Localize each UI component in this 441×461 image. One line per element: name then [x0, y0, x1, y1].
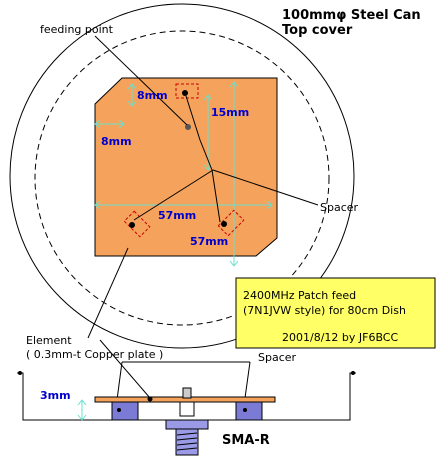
feed-dot-right	[221, 221, 227, 227]
note-line3: 2001/8/12 by JF6BCC	[282, 331, 398, 344]
spacer-right	[235, 401, 263, 421]
patch-element	[94, 77, 278, 257]
dim-8mm-left: 8mm	[101, 135, 132, 148]
note-line1: 2400MHz Patch feed	[243, 289, 356, 302]
leader-lines	[87, 35, 319, 401]
can-inner-dashed-circle	[34, 30, 330, 326]
dim-57mm-h: 57mm	[158, 209, 196, 222]
spacer-bottom-label: Spacer	[258, 351, 297, 364]
solder-point	[147, 396, 153, 402]
element-label-line2: ( 0.3mm-t Copper plate )	[26, 348, 163, 361]
can-outer-circle	[9, 3, 355, 349]
sma-connector	[165, 387, 209, 456]
feeding-point-dot	[185, 124, 191, 130]
dim-8mm-top: 8mm	[137, 89, 168, 102]
title-line2: Top cover	[282, 23, 353, 38]
element-label-line1: Element	[26, 334, 72, 347]
spacer-top-label: Spacer	[320, 201, 359, 214]
dimension-lines	[94, 81, 273, 267]
dim-57mm-v: 57mm	[190, 235, 228, 248]
feeding-point-label: feeding point	[40, 23, 114, 36]
feed-dot-top	[182, 90, 188, 96]
title-line1: 100mmφ Steel Can	[282, 8, 421, 23]
feed-dot-left	[129, 222, 135, 228]
dim-3mm-arrow	[77, 399, 87, 421]
dim-3mm: 3mm	[40, 389, 71, 402]
spacer-left	[111, 401, 139, 421]
note-line2: (7N1JVW style) for 80cm Dish	[243, 304, 406, 317]
dim-15mm: 15mm	[211, 106, 249, 119]
note-box	[235, 277, 436, 349]
sma-label: SMA-R	[222, 433, 270, 448]
